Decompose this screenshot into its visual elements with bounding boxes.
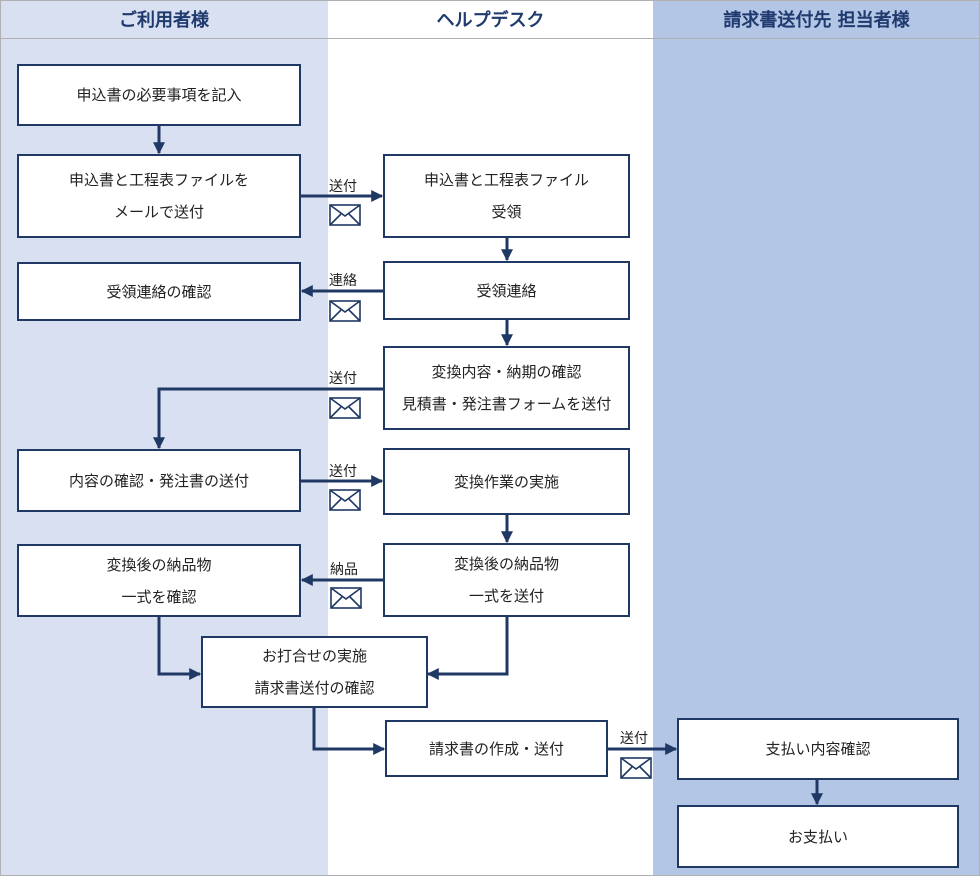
step-text: 受領連絡の確認 [106, 282, 212, 301]
step-check-deliverables: 変換後の納品物 一式を確認 [17, 544, 301, 617]
step-payment: お支払い [677, 805, 959, 868]
step-text: 一式を送付 [468, 587, 544, 605]
lane-header-customer: ご利用者様 [0, 0, 328, 39]
step-text: 変換内容・納期の確認 [431, 363, 582, 381]
step-create-invoice: 請求書の作成・送付 [385, 720, 608, 777]
step-text: 見積書・発注書フォームを送付 [401, 395, 612, 413]
step-text: 請求書の作成・送付 [428, 739, 564, 758]
step-text: 申込書と工程表ファイルを [68, 171, 249, 189]
step-text: 内容の確認・発注書の送付 [68, 471, 249, 490]
step-text: 支払い内容確認 [765, 740, 871, 758]
step-text: 変換後の納品物 [106, 555, 212, 574]
step-fill-application: 申込書の必要事項を記入 [17, 64, 301, 126]
step-meeting: お打合せの実施 請求書送付の確認 [201, 636, 428, 708]
step-send-application: 申込書と工程表ファイルを メールで送付 [17, 154, 301, 238]
label-send-order: 送付 [329, 464, 357, 480]
step-text: メールで送付 [113, 203, 204, 221]
step-send-deliverables: 変換後の納品物 一式を送付 [383, 543, 630, 617]
label-send-invoice: 送付 [620, 731, 648, 747]
step-text: 変換後の納品物 [453, 555, 559, 573]
step-check-payment: 支払い内容確認 [677, 718, 959, 780]
step-text: 変換作業の実施 [453, 472, 559, 491]
lane-customer: ご利用者様 [0, 0, 328, 876]
lane-header-helpdesk: ヘルプデスク [328, 0, 653, 39]
step-text: 受領連絡 [476, 281, 537, 300]
step-confirm-order: 内容の確認・発注書の送付 [17, 449, 301, 512]
lane-header-billing: 請求書送付先 担当者様 [653, 0, 980, 39]
step-text: 受領 [491, 203, 522, 221]
step-confirm-receipt: 受領連絡の確認 [17, 262, 301, 321]
step-text: 申込書と工程表ファイル [423, 171, 589, 189]
label-delivery: 納品 [330, 562, 358, 578]
step-text: お支払い [787, 827, 848, 846]
step-send-quote: 変換内容・納期の確認 見積書・発注書フォームを送付 [383, 346, 630, 430]
label-send-application: 送付 [329, 179, 357, 195]
step-conversion: 変換作業の実施 [383, 448, 630, 515]
step-receive-application: 申込書と工程表ファイル 受領 [383, 154, 630, 238]
label-contact: 連絡 [329, 273, 357, 289]
step-receipt-notice: 受領連絡 [383, 261, 630, 320]
label-send-quote: 送付 [329, 371, 357, 387]
step-text: 請求書送付の確認 [254, 679, 375, 697]
step-text: 申込書の必要事項を記入 [76, 86, 242, 104]
step-text: お打合せの実施 [261, 647, 367, 665]
step-text: 一式を確認 [121, 587, 197, 606]
